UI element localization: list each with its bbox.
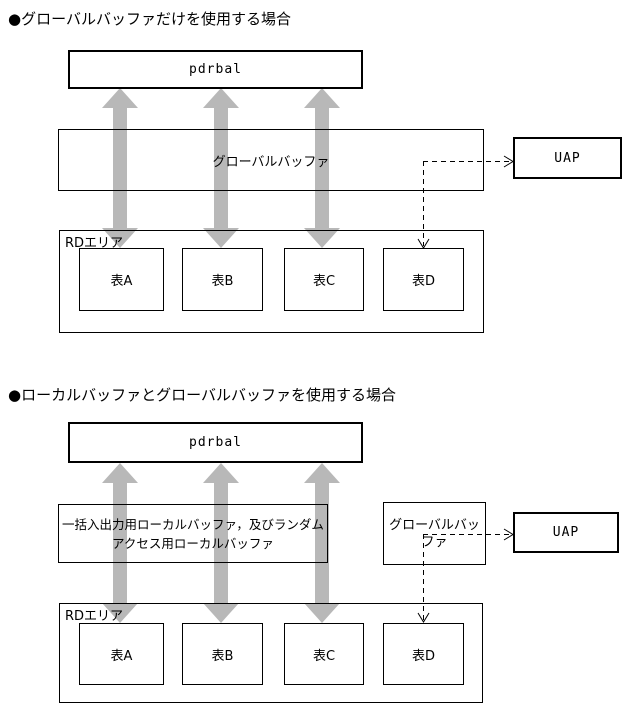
rd-area-label: RDエリア xyxy=(65,609,124,624)
diagram1-pdrbal-box: pdrbal xyxy=(68,50,363,89)
uap-label: UAP xyxy=(552,525,580,540)
diagram2-uap-box: UAP xyxy=(513,512,619,553)
table-label: 表A xyxy=(110,274,133,289)
diagram2-pdrbal-box: pdrbal xyxy=(68,422,363,463)
arrowhead-right-icon xyxy=(503,155,514,168)
diagram2-title: ●ローカルバッファとグローバルバッファを使用する場合 xyxy=(8,386,396,404)
diagram1-rd-area-box: RDエリア 表A 表B 表C 表D xyxy=(59,230,484,333)
table-label: 表C xyxy=(312,648,336,664)
diagram2-table-c-box: 表C xyxy=(284,623,364,685)
arrowhead-right-icon xyxy=(503,528,514,541)
local-buffer-label-line2: アクセス用ローカルバッファ xyxy=(112,535,274,551)
table-label: 表B xyxy=(211,274,234,289)
diagram1-global-buffer-box: グローバルバッファ xyxy=(58,129,484,191)
diagram2-table-a-box: 表A xyxy=(79,623,164,685)
diagram2-global-buffer-box: グローバルバッファ xyxy=(383,502,486,565)
diagram1-title: ●グローバルバッファだけを使用する場合 xyxy=(8,10,291,28)
table-label: 表A xyxy=(110,648,133,664)
diagram2-table-b-box: 表B xyxy=(182,623,263,685)
diagram1-table-d-box: 表D xyxy=(383,248,464,311)
table-label: 表D xyxy=(411,274,435,289)
pdrbal-label: pdrbal xyxy=(189,435,242,450)
diagram1-table-a-box: 表A xyxy=(79,248,164,311)
global-buffer-label: グローバルバッファ xyxy=(389,517,480,550)
table-label: 表C xyxy=(312,274,336,289)
table-label: 表D xyxy=(411,648,435,664)
diagram2-local-buffer-box: 一括入出力用ローカルバッファ，及びランダム アクセス用ローカルバッファ xyxy=(58,504,328,563)
global-buffer-label: グローバルバッファ xyxy=(212,154,330,170)
diagram2-table-d-box: 表D xyxy=(383,623,464,685)
diagram1-uap-box: UAP xyxy=(513,137,622,179)
local-buffer-label: 一括入出力用ローカルバッファ，及びランダム アクセス用ローカルバッファ xyxy=(62,515,324,553)
table-label: 表B xyxy=(211,648,234,664)
diagram1-table-b-box: 表B xyxy=(182,248,263,311)
local-buffer-label-line1: 一括入出力用ローカルバッファ，及びランダム xyxy=(62,516,324,532)
pdrbal-label: pdrbal xyxy=(189,62,242,77)
uap-label: UAP xyxy=(554,150,581,166)
diagram1-table-c-box: 表C xyxy=(284,248,364,311)
diagram2-rd-area-box: RDエリア 表A 表B 表C 表D xyxy=(59,603,483,703)
